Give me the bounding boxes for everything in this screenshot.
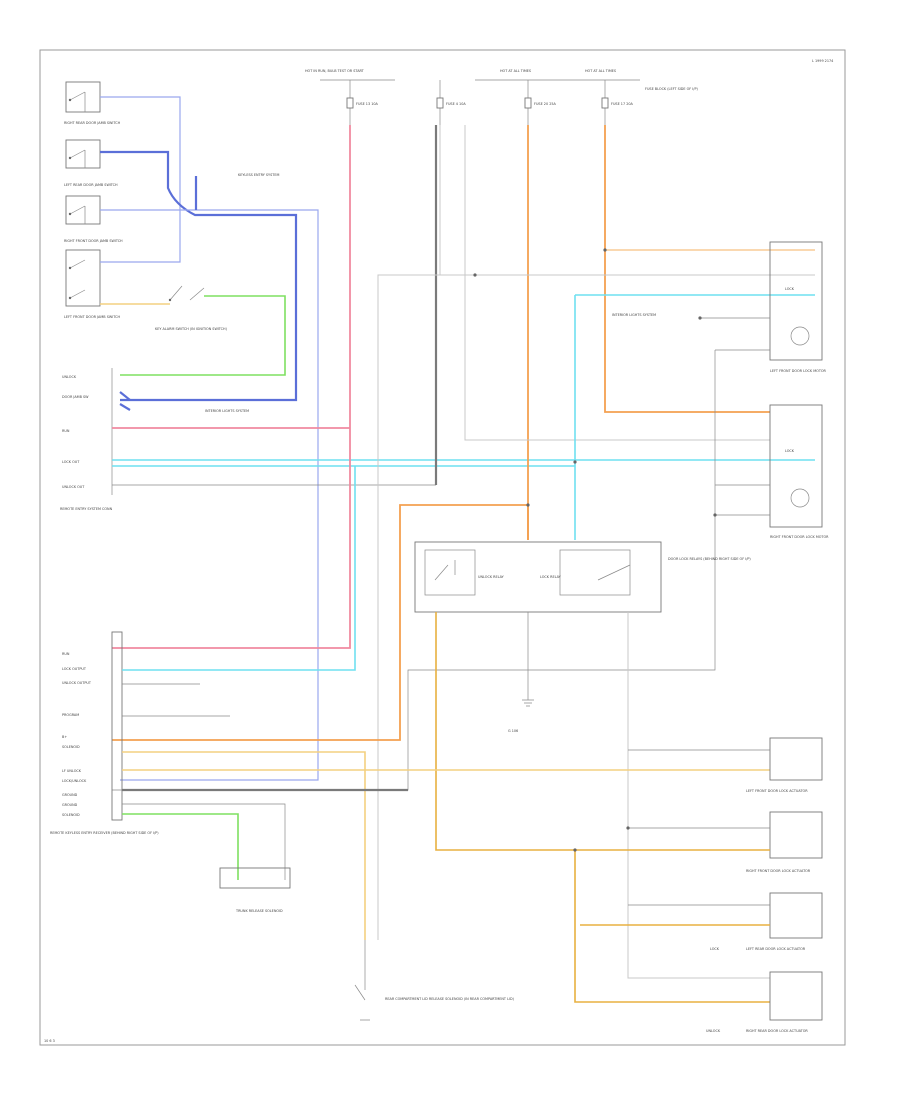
svg-text:DOOR JAMB SW: DOOR JAMB SW	[62, 395, 89, 399]
svg-text:PROGRAM: PROGRAM	[62, 713, 79, 717]
svg-text:KEY ALARM SWITCH (IN IGNITION: KEY ALARM SWITCH (IN IGNITION SWITCH)	[155, 327, 228, 331]
svg-text:LEFT FRONT DOOR LOCK ACTUATOR: LEFT FRONT DOOR LOCK ACTUATOR	[746, 789, 808, 793]
wire-gray-relay	[464, 125, 770, 441]
svg-text:DOOR LOCK RELAYS (BEHIND RIGHT: DOOR LOCK RELAYS (BEHIND RIGHT SIDE OF I…	[668, 557, 751, 561]
wire-rf-motor	[715, 484, 770, 516]
right-front-lock-motor: LOCK RIGHT FRONT DOOR LOCK MOTOR	[769, 404, 829, 539]
svg-text:RIGHT FRONT DOOR LOCK MOTOR: RIGHT FRONT DOOR LOCK MOTOR	[770, 535, 829, 539]
wire-bcm-green	[122, 813, 239, 880]
svg-text:LEFT FRONT DOOR LOCK MOTOR: LEFT FRONT DOOR LOCK MOTOR	[770, 369, 827, 373]
svg-text:SOLENOID: SOLENOID	[62, 813, 80, 817]
top-hot-all-times-label-2: HOT AT ALL TIMES	[585, 69, 616, 73]
wire-relay-orange	[112, 504, 529, 741]
fuse-4: FUSE 4 10A	[436, 80, 466, 125]
wire-lf-motor-blk	[112, 317, 770, 791]
relay-ground: G 106	[508, 699, 534, 733]
left-front-door-switch: LEFT FRONT DOOR JAMB SWITCH	[64, 249, 120, 319]
svg-text:UNLOCK OUTPUT: UNLOCK OUTPUT	[62, 681, 92, 685]
door-lock-relay-block: UNLOCK RELAY LOCK RELAY DOOR LOCK RELAYS…	[414, 541, 751, 613]
svg-text:RIGHT FRONT DOOR LOCK ACTUATOR: RIGHT FRONT DOOR LOCK ACTUATOR	[746, 869, 811, 873]
bcm-upper-connector: UNLOCK DOOR JAMB SW RUN LOCK OUT UNLOCK …	[62, 368, 113, 495]
svg-text:RIGHT REAR DOOR JAMB SWITCH: RIGHT REAR DOOR JAMB SWITCH	[64, 121, 121, 125]
right-front-lock-actuator: RIGHT FRONT DOOR LOCK ACTUATOR	[746, 811, 823, 873]
interior-lights-ref: INTERIOR LIGHTS SYSTEM	[612, 313, 656, 317]
wire-rf-door	[100, 209, 319, 781]
svg-text:LEFT REAR DOOR LOCK ACTUATOR: LEFT REAR DOOR LOCK ACTUATOR	[746, 947, 806, 951]
svg-text:G 106: G 106	[508, 729, 518, 733]
fuse-block-note: FUSE BLOCK (LEFT SIDE OF I/P)	[645, 87, 698, 91]
fuse-17: FUSE 17 20A	[601, 80, 634, 125]
page-id-label: L 1999 2174	[812, 59, 833, 63]
top-hot-run-label: HOT IN RUN, BULB TEST OR START	[305, 69, 365, 73]
wire-key-alarm	[120, 295, 286, 376]
trunk-release-solenoid: TRUNK RELEASE SOLENOID	[219, 867, 291, 913]
svg-text:UNLOCK: UNLOCK	[706, 1029, 721, 1033]
svg-text:REMOTE KEYLESS ENTRY RECEIVER: REMOTE KEYLESS ENTRY RECEIVER (BEHIND RI…	[50, 831, 159, 835]
right-rear-door-switch: RIGHT REAR DOOR JAMB SWITCH	[64, 81, 121, 125]
svg-text:B+: B+	[62, 735, 67, 739]
svg-text:RUN: RUN	[62, 652, 70, 656]
svg-text:UNLOCK RELAY: UNLOCK RELAY	[478, 575, 505, 579]
svg-text:FUSE 17 20A: FUSE 17 20A	[611, 102, 634, 106]
key-alarm-switch: KEY ALARM SWITCH (IN IGNITION SWITCH)	[155, 285, 228, 331]
left-front-lock-motor: LOCK LEFT FRONT DOOR LOCK MOTOR	[769, 241, 827, 373]
svg-text:LOCK RELAY: LOCK RELAY	[540, 575, 562, 579]
wire-fuse4-gray	[377, 125, 441, 940]
bcm-upper-label: REMOTE ENTRY SYSTEM CONN	[60, 507, 113, 511]
rear-compartment-release: REAR COMPARTMENT LID RELEASE SOLENOID (I…	[354, 940, 515, 1021]
svg-text:LOCK OUT: LOCK OUT	[62, 460, 80, 464]
fuse-13: FUSE 13 10A	[346, 80, 379, 125]
svg-text:LOCK: LOCK	[785, 449, 795, 453]
svg-text:LF UNLOCK: LF UNLOCK	[62, 769, 82, 773]
bcm-lower-connector: RUN LOCK OUTPUT UNLOCK OUTPUT PROGRAM B+…	[50, 631, 159, 835]
right-rear-lock-actuator: RIGHT REAR DOOR LOCK ACTUATOR UNLOCK	[706, 971, 823, 1033]
wire-rr-door	[100, 96, 181, 263]
svg-text:FUSE 13 10A: FUSE 13 10A	[356, 102, 379, 106]
wire-lr-door	[100, 150, 298, 402]
svg-text:FUSE 20 25A: FUSE 20 25A	[534, 102, 557, 106]
svg-text:LEFT REAR DOOR JAMB SWITCH: LEFT REAR DOOR JAMB SWITCH	[64, 183, 118, 187]
svg-text:LOCK OUTPUT: LOCK OUTPUT	[62, 667, 87, 671]
svg-text:GROUND: GROUND	[62, 803, 78, 807]
svg-text:LOCK: LOCK	[785, 287, 795, 291]
wire-bcm-blk	[122, 803, 286, 880]
svg-text:RIGHT REAR DOOR LOCK ACTUATOR: RIGHT REAR DOOR LOCK ACTUATOR	[746, 1029, 808, 1033]
wire-bcm-tan	[122, 751, 366, 940]
keyless-entry-label: KEYLESS ENTRY SYSTEM	[238, 173, 279, 177]
footer-id-label: 10 6 3	[44, 1039, 55, 1043]
diagram-frame	[39, 49, 846, 1046]
wire-fuse13-pink	[112, 125, 351, 649]
wire-relay-gry	[627, 612, 770, 979]
top-hot-all-times-label: HOT AT ALL TIMES	[500, 69, 531, 73]
interior-lights-label: INTERIOR LIGHTS SYSTEM	[205, 409, 249, 413]
svg-text:FUSE 4 10A: FUSE 4 10A	[446, 102, 466, 106]
svg-text:UNLOCK: UNLOCK	[62, 375, 77, 379]
svg-text:SOLENOID: SOLENOID	[62, 745, 80, 749]
left-front-lock-actuator: LEFT FRONT DOOR LOCK ACTUATOR	[746, 737, 823, 793]
right-front-door-switch: RIGHT FRONT DOOR JAMB SWITCH	[64, 195, 123, 243]
svg-text:LOCK/UNLOCK: LOCK/UNLOCK	[62, 779, 87, 783]
wire-lf-door	[119, 391, 131, 411]
svg-text:GROUND: GROUND	[62, 793, 78, 797]
wire-fuse17-orange	[604, 125, 770, 413]
svg-text:LEFT FRONT DOOR JAMB SWITCH: LEFT FRONT DOOR JAMB SWITCH	[64, 315, 120, 319]
wire-cyan-lf	[574, 294, 815, 540]
svg-text:RIGHT FRONT DOOR JAMB SWITCH: RIGHT FRONT DOOR JAMB SWITCH	[64, 239, 123, 243]
svg-text:RUN: RUN	[62, 429, 70, 433]
svg-text:LOCK: LOCK	[710, 947, 720, 951]
wire-bcm-cyan	[122, 466, 356, 671]
svg-text:REAR COMPARTMENT LID RELEASE S: REAR COMPARTMENT LID RELEASE SOLENOID (I…	[385, 997, 515, 1001]
fuse-20: FUSE 20 25A	[524, 80, 557, 125]
splice-dots	[473, 248, 717, 852]
svg-text:TRUNK RELEASE SOLENOID: TRUNK RELEASE SOLENOID	[235, 909, 283, 913]
left-rear-lock-actuator: LEFT REAR DOOR LOCK ACTUATOR LOCK	[710, 892, 823, 951]
left-rear-door-switch: LEFT REAR DOOR JAMB SWITCH	[64, 139, 118, 187]
svg-text:UNLOCK OUT: UNLOCK OUT	[62, 485, 85, 489]
wire-relay-tan	[435, 612, 770, 1003]
